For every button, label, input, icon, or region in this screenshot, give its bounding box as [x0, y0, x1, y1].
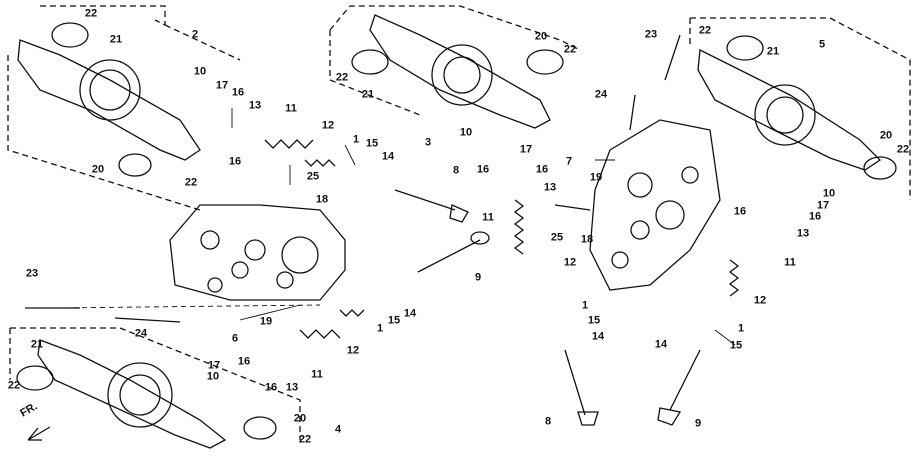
- callout-label: 20: [879, 129, 893, 142]
- callout-label: 3: [424, 136, 432, 149]
- callout-label: 16: [231, 86, 245, 99]
- valve-8-lower: [564, 349, 599, 426]
- callout-label: 11: [482, 211, 494, 224]
- callout-label: 21: [109, 33, 123, 46]
- callout-label: 16: [535, 163, 549, 176]
- callout-label: 6: [231, 332, 239, 345]
- group-outline-2: [7, 5, 241, 211]
- callout-label: 25: [306, 170, 320, 183]
- camshaft-top-right: [697, 35, 897, 180]
- callout-label: 8: [452, 164, 460, 177]
- callout-label: 22: [335, 71, 349, 84]
- callout-label: 1: [376, 322, 384, 335]
- bolts: [25, 34, 681, 323]
- springs: [264, 139, 740, 339]
- callout-label: 13: [543, 181, 557, 194]
- callout-label: 16: [237, 355, 251, 368]
- gear-plate-left: [169, 204, 346, 301]
- callout-label: 17: [519, 143, 533, 156]
- callout-label: 16: [808, 210, 822, 223]
- callout-label: 7: [565, 155, 573, 168]
- callout-label: 14: [403, 307, 417, 320]
- valve-9-lower: [657, 349, 701, 426]
- callout-label: 16: [476, 163, 490, 176]
- callout-label: 15: [387, 314, 401, 327]
- gear-plate-right: [589, 119, 721, 291]
- valve-9-upper: [417, 231, 490, 273]
- callout-label: 18: [315, 193, 329, 206]
- valve-8-upper: [394, 189, 469, 223]
- callout-label: 24: [134, 327, 148, 340]
- callout-label: 11: [784, 256, 796, 269]
- callout-label: 12: [563, 256, 577, 269]
- callout-label: 1: [737, 322, 745, 335]
- callout-label: 15: [729, 339, 743, 352]
- callout-label: 10: [206, 370, 220, 383]
- callout-label: 18: [580, 233, 594, 246]
- callout-label: 4: [334, 423, 342, 436]
- callout-label: 17: [816, 199, 830, 212]
- callout-label: 21: [30, 338, 44, 351]
- callout-label: 9: [474, 271, 482, 284]
- callout-label: 17: [215, 79, 229, 92]
- callout-label: 9: [694, 417, 702, 430]
- callout-label: 23: [25, 267, 39, 280]
- callout-label: 23: [644, 28, 658, 41]
- callout-label: 21: [766, 45, 780, 58]
- callout-label: 13: [248, 99, 262, 112]
- callout-label: 20: [534, 30, 548, 43]
- callout-label: 21: [361, 88, 375, 101]
- callout-label: 2: [191, 28, 199, 41]
- callout-label: 11: [311, 368, 323, 381]
- group-outline-4: [9, 327, 301, 440]
- group-outline-5: [689, 17, 911, 200]
- callout-label: 22: [698, 24, 712, 37]
- callout-label: 22: [896, 143, 910, 156]
- group-outline-3: [329, 5, 581, 116]
- callout-label: 20: [91, 163, 105, 176]
- callout-label: 20: [293, 412, 307, 425]
- callout-label: 12: [753, 294, 767, 307]
- callout-label: 24: [594, 88, 608, 101]
- callout-label: 14: [381, 150, 395, 163]
- callout-label: 12: [321, 119, 335, 132]
- callout-label: 16: [228, 155, 242, 168]
- leader-lines: [54, 108, 736, 346]
- callout-label: 10: [822, 187, 836, 200]
- callout-label: 12: [346, 344, 360, 357]
- callout-label: 1: [581, 299, 589, 312]
- callout-label: 19: [589, 171, 603, 184]
- callout-label: 17: [207, 359, 221, 372]
- callout-label: 22: [184, 176, 198, 189]
- callout-label: 22: [84, 7, 98, 20]
- callout-label: 22: [563, 43, 577, 56]
- camshaft-top-left: [17, 22, 201, 177]
- callout-label: 16: [264, 381, 278, 394]
- callout-label: 15: [587, 314, 601, 327]
- callout-label: 5: [818, 38, 826, 51]
- callout-label: 22: [7, 379, 21, 392]
- camshaft-top-middle: [351, 14, 564, 129]
- callout-label: 13: [285, 381, 299, 394]
- callout-label: 10: [459, 126, 473, 139]
- callout-label: 13: [796, 227, 810, 240]
- callout-label: 10: [193, 65, 207, 78]
- callout-label: 19: [259, 315, 273, 328]
- callout-label: 14: [591, 330, 605, 343]
- callout-label: 16: [733, 205, 747, 218]
- camshaft-bottom-left: [16, 339, 277, 449]
- callout-label: 8: [544, 415, 552, 428]
- front-arrow: [27, 426, 51, 441]
- callout-label: 15: [365, 137, 379, 150]
- callout-label: 14: [654, 338, 668, 351]
- callout-label: 1: [352, 133, 360, 146]
- callout-label: 22: [298, 433, 312, 446]
- callout-label: 11: [285, 102, 297, 115]
- callout-label: 25: [550, 231, 564, 244]
